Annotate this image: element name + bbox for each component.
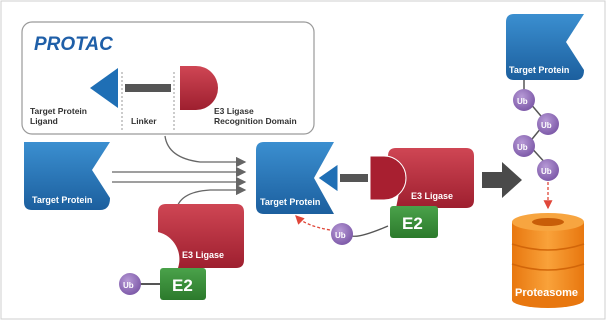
convergence-arrows [112, 135, 247, 213]
e3-recognition-domain-shape [180, 66, 218, 110]
center-e3-ligase-label: E3 Ligase [411, 191, 453, 201]
linker-shape [125, 84, 171, 92]
center-ub-shape [331, 223, 353, 245]
left-e2-label: E2 [172, 276, 193, 295]
e3-domain-label-line1: E3 Ligase [214, 106, 254, 116]
ligand-label-line2: Ligand [30, 116, 58, 126]
center-e2-shape [390, 206, 438, 238]
proteasome-opening [532, 218, 564, 226]
left-e2-shape [160, 268, 206, 300]
proteasome-ring-2 [511, 263, 585, 271]
protac-box-border [21, 21, 315, 135]
e3-domain-label: E3 Ligase Recognition Domain [214, 106, 297, 126]
center-e3-ligase-shape [388, 148, 474, 208]
right-ub-3 [513, 135, 535, 157]
left-target-protein-shape [24, 142, 110, 210]
proteasome: Proteasome [511, 213, 585, 308]
protac-title: PROTAC [34, 34, 113, 55]
proteasome-body [512, 222, 584, 300]
arrow-from-protac [164, 135, 247, 168]
ligand-label-line1: Target Protein [30, 106, 87, 116]
left-e3-ligase-shape [158, 204, 244, 268]
right-ub-4-label: Ub [541, 167, 552, 176]
proteasome-label: Proteasome [515, 287, 578, 299]
center-linker-shape [340, 174, 368, 182]
right-ubiquitinated-target: Target Protein Ub Ub Ub Ub [506, 14, 584, 210]
progress-arrow [482, 162, 522, 198]
left-ub-label: Ub [123, 281, 134, 290]
ub-chain-link [523, 95, 549, 167]
left-e3-ligase-label: E3 Ligase [182, 250, 224, 260]
left-target-protein: Target Protein [24, 142, 110, 210]
ligand-label: Target Protein Ligand [30, 106, 89, 126]
right-ub-4 [537, 159, 559, 181]
center-ligand-shape [317, 163, 339, 193]
center-ternary-complex: E3 Ligase E2 Target Protein Ub [256, 142, 474, 245]
linker-label: Linker [131, 116, 157, 126]
proteasome-ring-1 [511, 243, 585, 251]
right-ub-1-label: Ub [517, 97, 528, 106]
center-ub-label: Ub [335, 231, 346, 240]
center-e2-label: E2 [402, 214, 423, 233]
center-target-protein-shape [256, 142, 334, 214]
right-ub-2-label: Ub [541, 121, 552, 130]
right-target-protein-label: Target Protein [509, 65, 569, 75]
center-target-protein-label: Target Protein [260, 197, 320, 207]
right-ub-2 [537, 113, 559, 135]
proteasome-bottom [512, 292, 584, 308]
protac-box: PROTAC Target Protein Ligand Linker E3 L… [21, 21, 315, 135]
target-ligand-shape [90, 68, 118, 108]
left-ub-shape [119, 273, 141, 295]
left-target-protein-label: Target Protein [32, 195, 92, 205]
right-ub-3-label: Ub [517, 143, 528, 152]
ub-transfer-arrow [295, 215, 331, 231]
center-e3-domain-shape [369, 155, 407, 201]
left-e3-complex: E3 Ligase E2 Ub [119, 204, 244, 300]
center-ub-link [351, 225, 389, 237]
right-target-protein-shape [506, 14, 584, 80]
e3-domain-label-line2: Recognition Domain [214, 116, 297, 126]
right-ub-1 [513, 89, 535, 111]
